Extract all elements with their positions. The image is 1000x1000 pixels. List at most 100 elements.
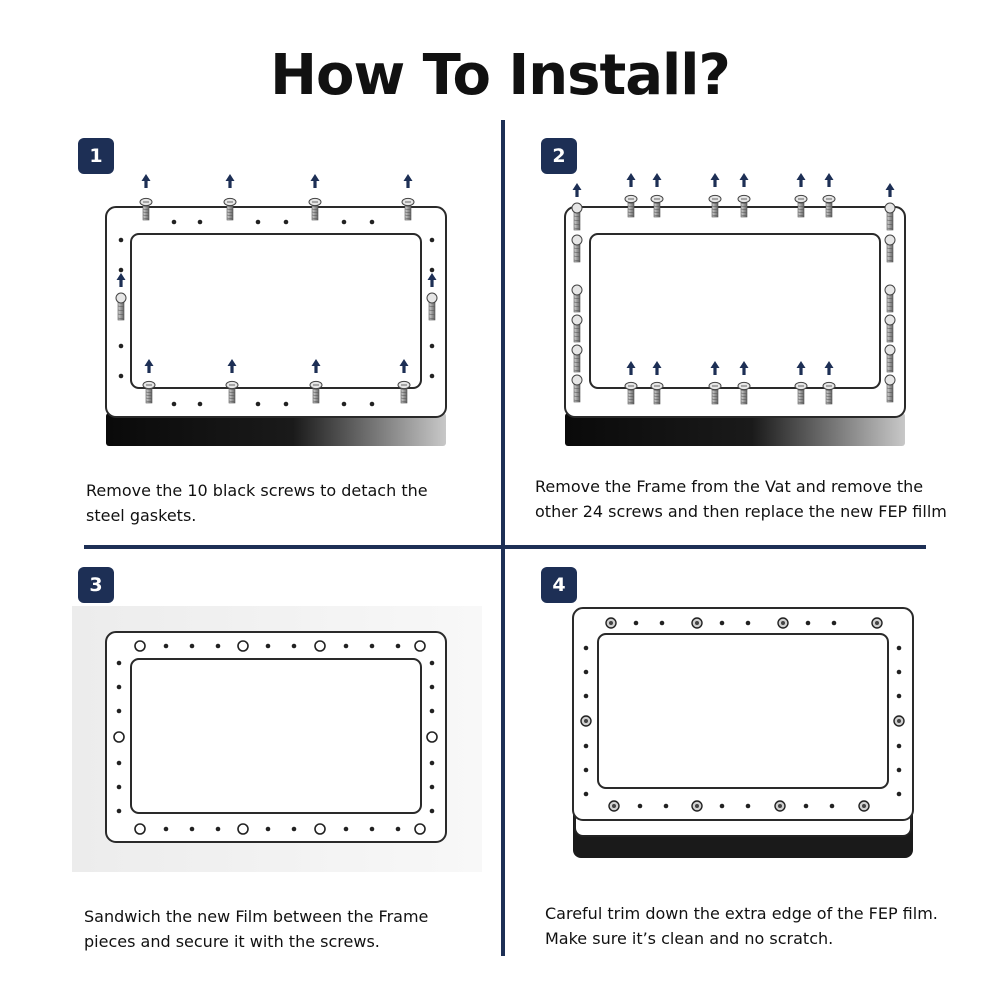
hole-icon	[896, 767, 902, 773]
screw-icon	[308, 197, 322, 221]
hole-icon	[583, 767, 589, 773]
hole-icon	[265, 826, 271, 832]
step-3-window	[130, 658, 422, 814]
step-4-assembled-frame	[572, 607, 914, 858]
hole-icon	[116, 808, 122, 814]
hole-icon	[369, 643, 375, 649]
screw-icon	[691, 617, 703, 629]
hole-icon	[116, 684, 122, 690]
hole-icon	[429, 660, 435, 666]
hole-icon	[134, 640, 146, 652]
hole-icon	[197, 219, 203, 225]
hole-icon	[896, 669, 902, 675]
step-3-frame-holes	[105, 631, 447, 843]
screw-icon	[858, 800, 870, 812]
hole-icon	[429, 784, 435, 790]
screw-icon	[708, 194, 722, 218]
screw-icon	[223, 197, 237, 221]
arrow-up-icon	[227, 359, 237, 373]
hole-icon	[343, 643, 349, 649]
screw-icon	[624, 381, 638, 405]
hole-icon	[429, 237, 435, 243]
hole-icon	[429, 267, 435, 273]
hole-icon	[237, 823, 249, 835]
step-1-badge: 1	[78, 138, 114, 174]
screw-icon	[737, 194, 751, 218]
hole-icon	[583, 743, 589, 749]
screw-icon	[397, 380, 411, 404]
step-3-badge: 3	[78, 567, 114, 603]
step-2-badge: 2	[541, 138, 577, 174]
screw-icon	[571, 314, 583, 343]
hole-icon	[215, 643, 221, 649]
hole-icon	[805, 620, 811, 626]
arrow-up-icon	[652, 361, 662, 375]
screw-icon	[605, 617, 617, 629]
hole-icon	[255, 401, 261, 407]
arrow-up-icon	[626, 361, 636, 375]
arrow-up-icon	[427, 273, 437, 287]
screw-icon	[691, 800, 703, 812]
arrow-up-icon	[652, 173, 662, 187]
hole-icon	[896, 743, 902, 749]
hole-icon	[429, 373, 435, 379]
screw-icon	[794, 381, 808, 405]
arrow-up-icon	[710, 361, 720, 375]
hole-icon	[395, 826, 401, 832]
hole-icon	[583, 791, 589, 797]
hole-icon	[118, 267, 124, 273]
screw-icon	[737, 381, 751, 405]
arrow-up-icon	[796, 173, 806, 187]
hole-icon	[429, 343, 435, 349]
arrow-up-icon	[885, 183, 895, 197]
step-3-caption: Sandwich the new Film between the Frame …	[84, 907, 429, 951]
hole-icon	[803, 803, 809, 809]
hole-icon	[189, 643, 195, 649]
hole-icon	[429, 808, 435, 814]
arrow-up-icon	[403, 174, 413, 188]
screw-icon	[708, 381, 722, 405]
hole-icon	[369, 401, 375, 407]
hole-icon	[637, 803, 643, 809]
hole-icon	[171, 219, 177, 225]
screw-icon	[884, 344, 896, 373]
step-1-vat-frame	[105, 174, 447, 446]
hole-icon	[583, 669, 589, 675]
screw-icon	[822, 381, 836, 405]
hole-icon	[189, 826, 195, 832]
arrow-up-icon	[144, 359, 154, 373]
arrow-up-icon	[739, 361, 749, 375]
hole-icon	[113, 731, 125, 743]
hole-icon	[896, 693, 902, 699]
hole-icon	[719, 620, 725, 626]
hole-icon	[215, 826, 221, 832]
step-4-caption: Careful trim down the extra edge of the …	[545, 904, 938, 948]
screw-icon	[871, 617, 883, 629]
screw-icon	[571, 284, 583, 313]
hole-icon	[633, 620, 639, 626]
arrow-up-icon	[310, 174, 320, 188]
horizontal-divider	[84, 545, 926, 549]
hole-icon	[118, 237, 124, 243]
hole-icon	[341, 219, 347, 225]
hole-icon	[118, 373, 124, 379]
screw-icon	[139, 197, 153, 221]
step-1-caption: Remove the 10 black screws to detach the…	[86, 481, 428, 525]
arrow-up-icon	[116, 273, 126, 287]
hole-icon	[831, 620, 837, 626]
arrow-up-icon	[739, 173, 749, 187]
arrow-up-icon	[311, 359, 321, 373]
hole-icon	[283, 401, 289, 407]
hole-icon	[429, 760, 435, 766]
screw-icon	[884, 374, 896, 403]
screw-icon	[401, 197, 415, 221]
screw-icon	[225, 380, 239, 404]
hole-icon	[745, 803, 751, 809]
step-4-badge: 4	[541, 567, 577, 603]
screw-icon	[608, 800, 620, 812]
hole-icon	[583, 693, 589, 699]
hole-icon	[118, 343, 124, 349]
vertical-divider	[501, 120, 505, 956]
hole-icon	[343, 826, 349, 832]
